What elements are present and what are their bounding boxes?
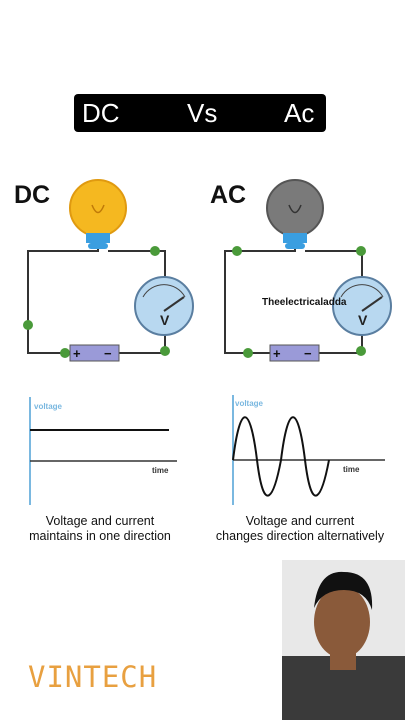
node	[60, 348, 70, 358]
battery-plus: +	[73, 346, 81, 361]
ac-caption-line1: Voltage and current	[245, 514, 355, 528]
node	[356, 246, 366, 256]
y-axis-label: voltage	[235, 399, 264, 408]
dc-caption: Voltage and current maintains in one dir…	[10, 514, 190, 544]
ac-caption-line2: changes direction alternatively	[215, 529, 385, 543]
brand-logo: VINTECH	[28, 660, 158, 694]
battery-minus: −	[104, 346, 112, 361]
ac-graph: voltage time	[232, 395, 385, 505]
dc-caption-line1: Voltage and current	[45, 514, 155, 528]
ac-circuit: V + −	[224, 179, 392, 362]
node	[232, 246, 242, 256]
ac-title: AC	[210, 181, 247, 209]
voltmeter-icon: V	[332, 276, 392, 336]
title-bar: DC Vs Ac	[74, 94, 326, 132]
node	[243, 348, 253, 358]
x-axis-label: time	[343, 465, 360, 474]
person-icon	[282, 560, 405, 720]
y-axis-label: voltage	[34, 402, 63, 411]
ac-sine-wave	[232, 416, 330, 497]
bulb-on-icon	[69, 179, 127, 249]
ac-caption: Voltage and current changes direction al…	[200, 514, 400, 544]
meter-label: V	[358, 312, 368, 328]
bulb-off-icon	[266, 179, 324, 249]
presenter-avatar	[282, 560, 405, 720]
title-vs: Vs	[187, 98, 218, 128]
meter-label: V	[160, 312, 170, 328]
watermark-text: Theelectricaladda	[262, 297, 347, 308]
node	[23, 320, 33, 330]
battery-icon: + −	[269, 344, 320, 362]
voltmeter-icon: V	[134, 276, 194, 336]
battery-icon: + −	[69, 344, 120, 362]
dc-title: DC	[14, 181, 51, 209]
node	[160, 346, 170, 356]
node	[356, 346, 366, 356]
battery-minus: −	[304, 346, 312, 361]
dc-caption-line2: maintains in one direction	[29, 529, 171, 543]
x-axis-label: time	[152, 466, 169, 475]
title-dc: DC	[82, 98, 120, 128]
battery-plus: +	[273, 346, 281, 361]
title-ac: Ac	[284, 98, 315, 128]
dc-graph: voltage time	[29, 397, 177, 505]
dc-circuit: V + −	[23, 179, 194, 362]
node	[150, 246, 160, 256]
